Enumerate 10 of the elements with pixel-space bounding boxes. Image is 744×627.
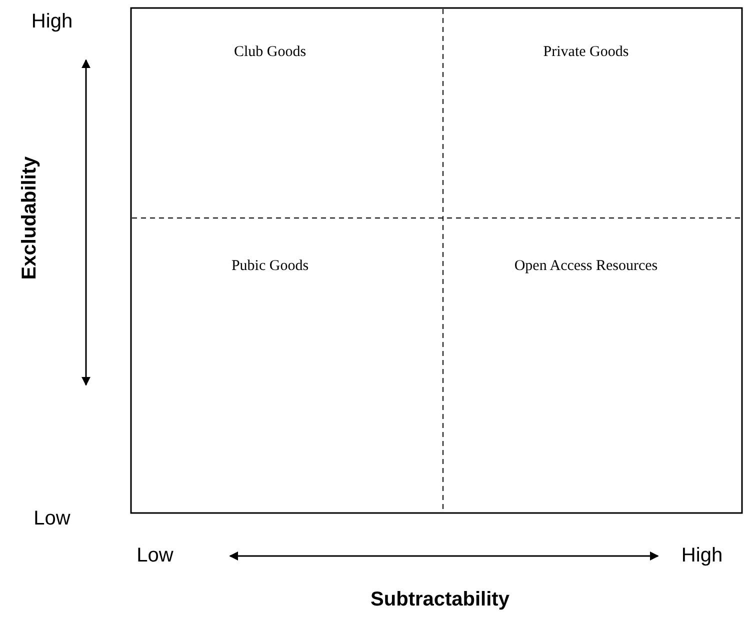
axis-title: Subtractability — [370, 588, 510, 612]
quadrant-label: Private Goods — [511, 42, 661, 64]
axis-end-label: High — [31, 10, 73, 34]
axis-end-label: Low — [136, 544, 174, 568]
quadrant-label: Open Access Resources — [511, 256, 661, 278]
quadrant-label: Club Goods — [195, 42, 345, 64]
quadrant-label: Pubic Goods — [195, 256, 345, 278]
axis-title: Excludability — [18, 156, 42, 280]
axis-end-label: Low — [34, 508, 70, 530]
axis-end-label: High — [681, 544, 723, 568]
